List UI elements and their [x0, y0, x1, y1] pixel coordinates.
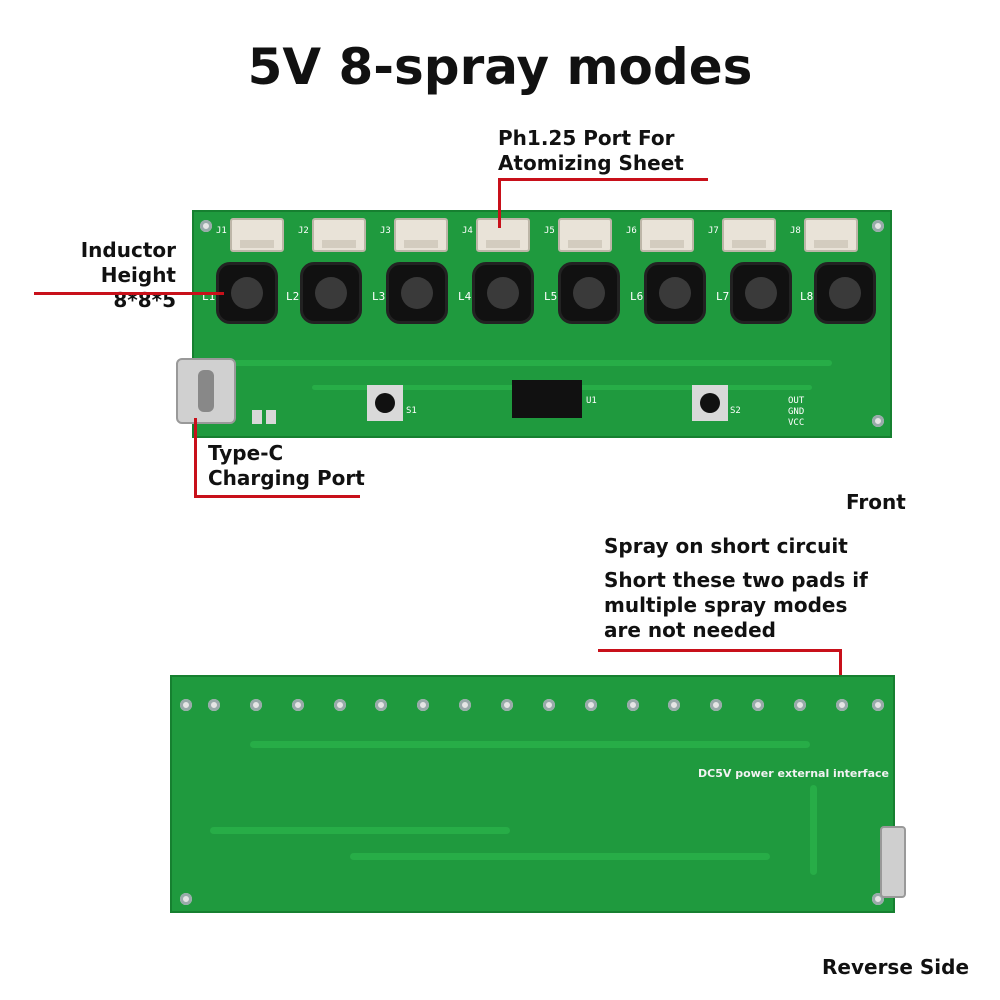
page-title: 5V 8-spray modes — [247, 38, 753, 96]
spray-short-label: Spray on short circuit — [604, 534, 848, 558]
smd-part — [266, 410, 276, 424]
callout-line — [498, 178, 708, 181]
inductor-l3 — [386, 262, 448, 324]
pcb-trace — [810, 785, 817, 875]
inductor-l2 — [300, 262, 362, 324]
connector-label: J8 — [790, 226, 801, 236]
connector-label: J6 — [626, 226, 637, 236]
inductor-l8 — [814, 262, 876, 324]
switch-label: S1 — [406, 406, 417, 416]
pcb-trace — [350, 853, 770, 860]
inductor-l6 — [644, 262, 706, 324]
connector-label: J4 — [462, 226, 473, 236]
callout-line — [194, 495, 360, 498]
mounting-hole — [872, 415, 884, 427]
inductor-l1 — [216, 262, 278, 324]
type-c-port-reverse — [880, 826, 906, 898]
inductor-label: L7 — [716, 290, 730, 303]
ic-chip — [512, 380, 582, 418]
inductor-l7 — [730, 262, 792, 324]
dc5v-label: DC5V power external interface — [698, 767, 889, 780]
inductor-l4 — [472, 262, 534, 324]
tactile-switch — [692, 385, 728, 421]
inductor-label-callout: Inductor Height 8*8*5 — [80, 238, 176, 312]
inductor-label: L6 — [630, 290, 644, 303]
callout-line — [598, 649, 842, 652]
connector-label: J3 — [380, 226, 391, 236]
inductor-l5 — [558, 262, 620, 324]
switch-label: S2 — [730, 406, 741, 416]
reverse-pcb-board: DC5V power external interface — [170, 675, 895, 913]
connector-label: J1 — [216, 226, 227, 236]
reverse-label: Reverse Side — [822, 955, 970, 979]
connector-label: J7 — [708, 226, 719, 236]
pcb-trace — [210, 827, 510, 834]
inductor-label: L2 — [286, 290, 300, 303]
tactile-switch — [367, 385, 403, 421]
inductor-label: L8 — [800, 290, 814, 303]
connector-j4 — [476, 218, 530, 252]
connector-label: J5 — [544, 226, 555, 236]
mounting-hole — [180, 893, 192, 905]
through-hole-row — [208, 699, 848, 713]
pcb-trace — [250, 741, 810, 748]
connector-j3 — [394, 218, 448, 252]
front-label: Front — [846, 490, 906, 514]
connector-j5 — [558, 218, 612, 252]
port-label: Ph1.25 Port For Atomizing Sheet — [498, 126, 684, 175]
inductor-label: L3 — [372, 290, 386, 303]
mounting-hole — [872, 220, 884, 232]
mounting-hole — [180, 699, 192, 711]
mounting-hole — [872, 699, 884, 711]
connector-j2 — [312, 218, 366, 252]
callout-line — [498, 178, 501, 228]
callout-line — [34, 292, 224, 295]
callout-line — [194, 418, 197, 498]
type-c-port — [176, 358, 236, 424]
connector-j7 — [722, 218, 776, 252]
inductor-label: L4 — [458, 290, 472, 303]
pcb-trace — [232, 360, 832, 366]
connector-j1 — [230, 218, 284, 252]
chip-label: U1 — [586, 396, 597, 406]
connector-label: J2 — [298, 226, 309, 236]
connector-j8 — [804, 218, 858, 252]
inductor-label: L5 — [544, 290, 558, 303]
mounting-hole — [200, 220, 212, 232]
short-pads-label: Short these two pads if multiple spray m… — [604, 568, 868, 642]
typec-label: Type-C Charging Port — [208, 441, 365, 490]
smd-part — [252, 410, 262, 424]
connector-j6 — [640, 218, 694, 252]
